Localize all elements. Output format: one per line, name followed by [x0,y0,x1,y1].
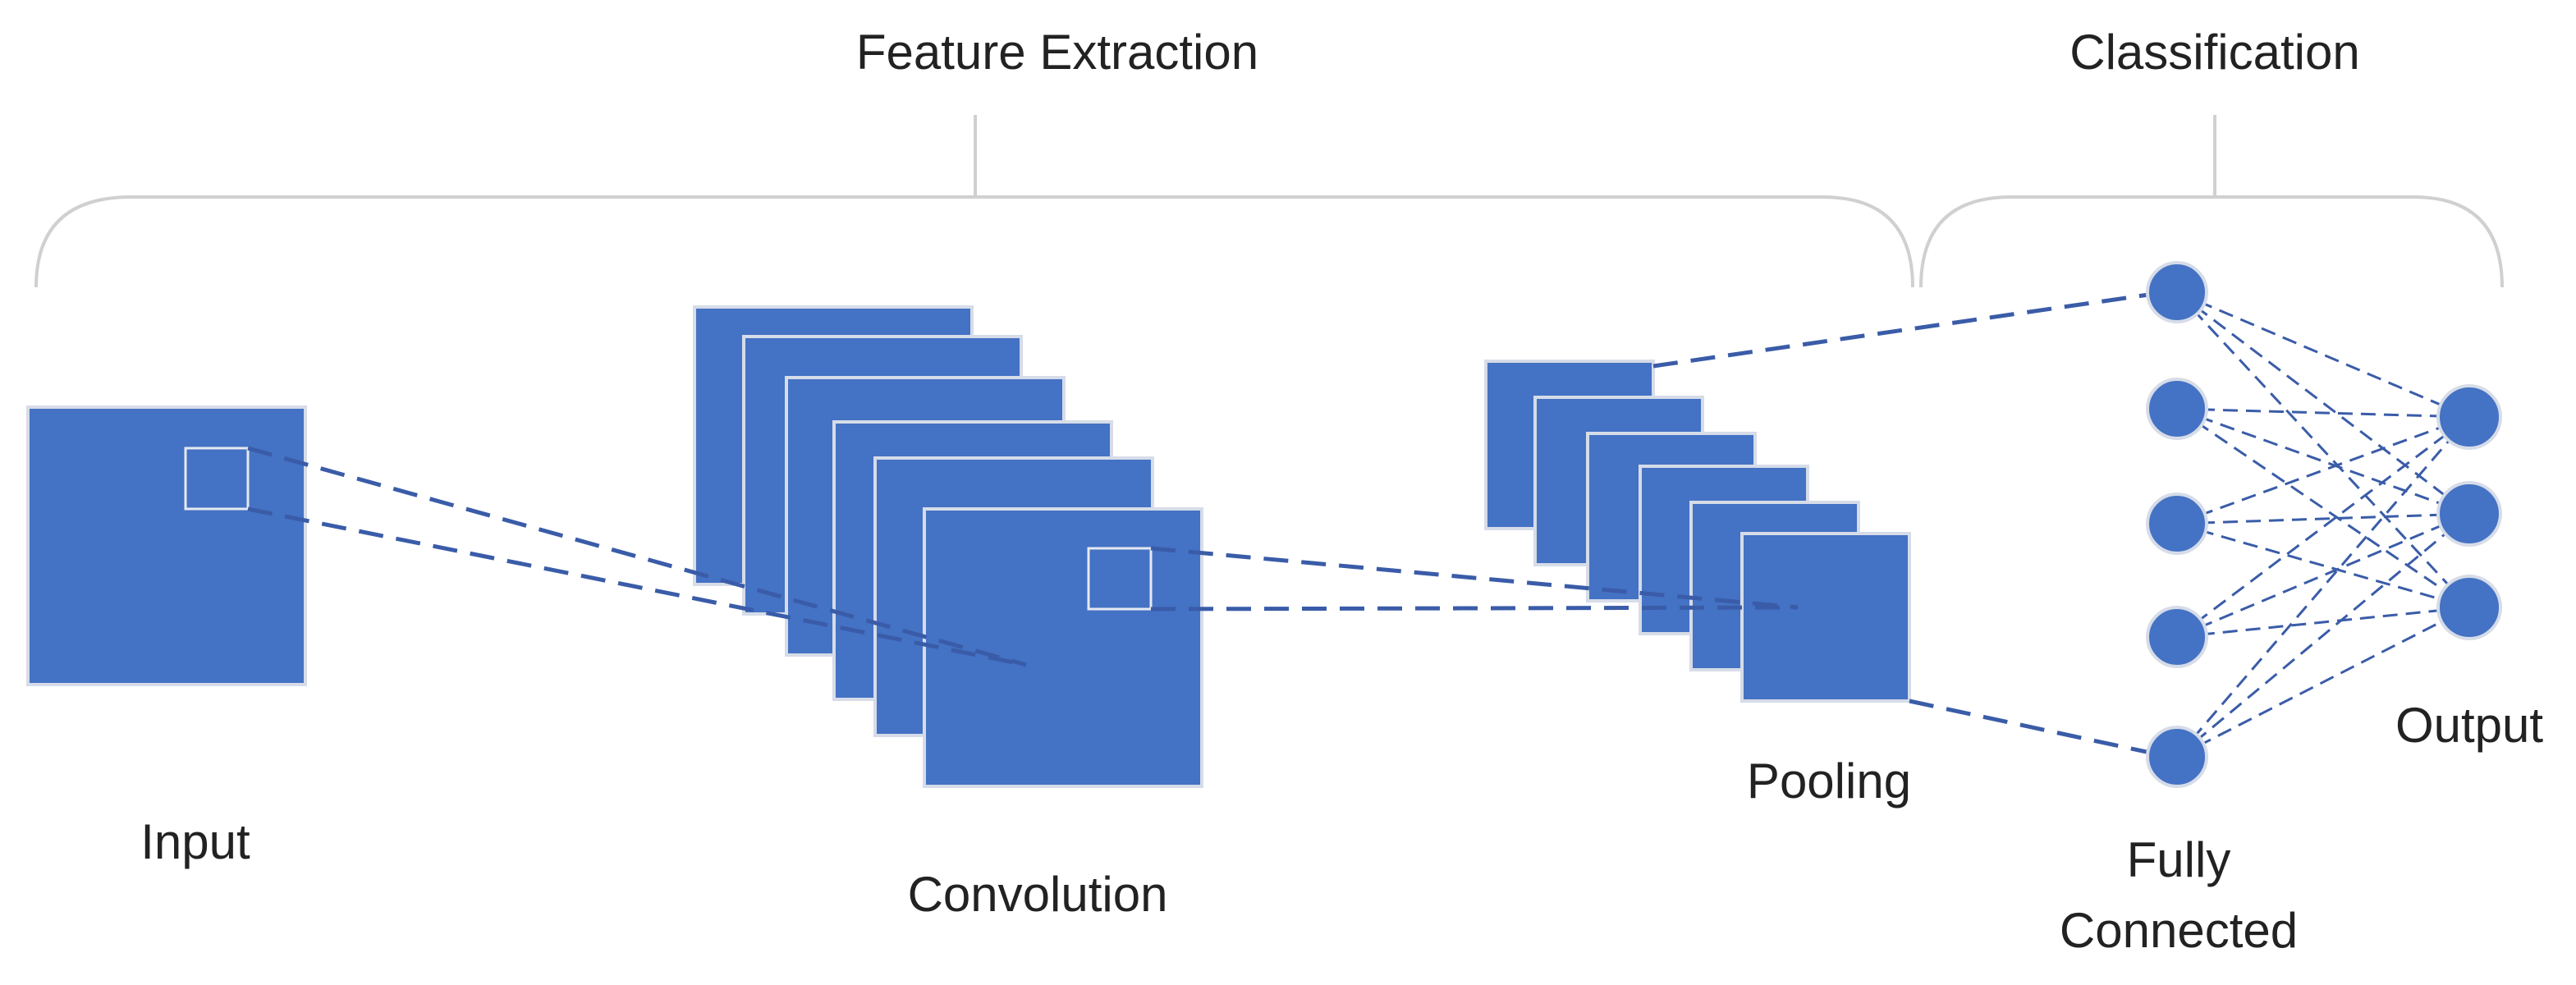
dense-connection [2176,606,2470,758]
output-neuron [2436,575,2502,640]
pooling-label: Pooling [1747,754,1911,809]
convolution-map [923,507,1203,788]
fc-neuron [2146,726,2208,788]
dense-connection [2176,512,2470,758]
dense-connection [2176,407,2470,609]
fc-neuron [2146,261,2208,323]
dense-connection [2176,522,2470,609]
dense-connection [2176,415,2470,639]
fc-neuron [2146,378,2208,440]
classification-title: Classification [2070,25,2359,80]
input-kernel-window [184,447,250,511]
feature-extraction-title: Feature Extraction [856,25,1258,80]
pooling-to-fc-connector [1652,288,2178,369]
fully-connected-layer [2146,261,2208,788]
fc-neuron [2146,606,2208,668]
convolution-to-pooling-connector [1150,546,1799,610]
pooling-to-fc-connector [1909,699,2178,761]
dense-connection [2175,416,2471,758]
convolution-to-pooling-connector [1150,605,1799,612]
dense-connection [2176,415,2470,525]
dense-connection [2176,291,2470,515]
fully-connected-label-line1: Fully [2127,832,2231,887]
dense-connections [2175,291,2471,758]
feature-extraction-bracket [34,195,1914,288]
classification-bracket [1919,195,2504,288]
dense-connection [2176,291,2470,419]
input-image [26,405,307,686]
output-layer [2436,384,2502,640]
output-neuron [2436,481,2502,547]
dense-connection [2176,407,2470,419]
convolution-kernel-window [1087,547,1153,611]
output-label: Output [2395,698,2543,753]
dense-connection [2176,606,2470,639]
fc-neuron [2146,492,2208,555]
dense-connection [2176,407,2470,515]
convolution-feature-maps [693,305,1203,788]
dense-connection [2176,512,2470,525]
input-to-convolution-connector [247,446,1027,667]
dense-connection [2175,291,2471,609]
input-to-convolution-connector [247,506,1027,667]
convolution-label: Convolution [908,867,1168,922]
pooling-map [1740,532,1911,703]
dense-connection [2176,512,2470,639]
input-label: Input [140,814,250,869]
fully-connected-label-line2: Connected [2060,903,2298,958]
pooling-feature-maps [1484,360,1911,703]
output-neuron [2436,384,2502,450]
